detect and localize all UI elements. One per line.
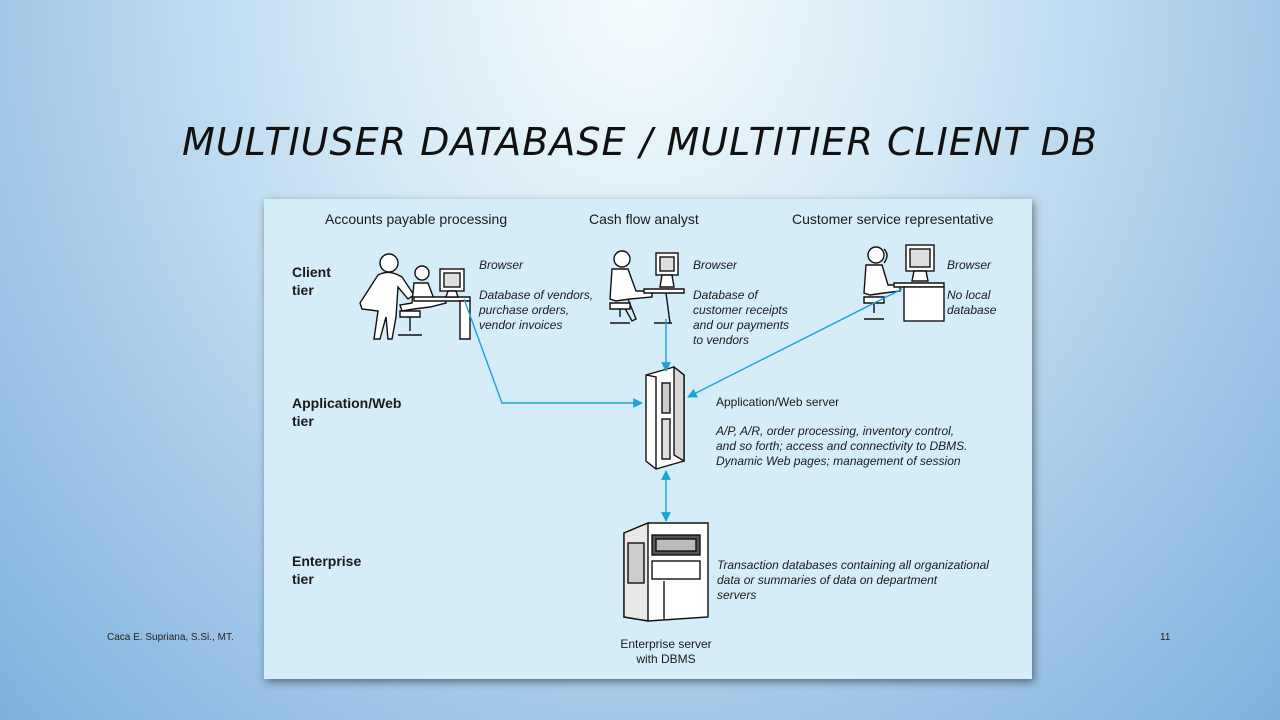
analyst-db-note: Database of customer receipts and our pa… (693, 288, 790, 347)
app-server-title: Application/Web server (716, 395, 840, 409)
header-customer-service: Customer service representative (792, 211, 994, 227)
tier-app-label: Application/Web tier (292, 395, 402, 429)
header-cash-flow: Cash flow analyst (589, 211, 699, 227)
page-number: 11 (1160, 632, 1171, 643)
app-server-description: A/P, A/R, order processing, inventory co… (716, 424, 968, 468)
analyst-browser-note: Browser (693, 258, 738, 272)
connection-arrows (463, 288, 903, 522)
tier-enterprise-label: Enterprise tier (292, 553, 362, 587)
cash-flow-analyst-workstation-icon (609, 250, 685, 324)
customer-service-workstation-icon (863, 244, 945, 322)
tier-client-label: Client tier (292, 264, 331, 298)
enterprise-server-icon (623, 521, 709, 622)
csr-browser-note: Browser (947, 258, 992, 272)
enterprise-description: Transaction databases containing all org… (717, 558, 989, 602)
application-server-icon (645, 365, 685, 470)
header-accounts-payable: Accounts payable processing (325, 211, 508, 227)
csr-db-note: No local database (947, 288, 997, 317)
accounts-browser-note: Browser (479, 258, 524, 272)
arrow-accounts-to-app (463, 298, 643, 408)
enterprise-server-caption: Enterprise server with DBMS (620, 637, 712, 666)
slide-title: MULTIUSER DATABASE / MULTITIER CLIENT DB (182, 120, 1098, 164)
accounts-payable-workstation-icon (359, 253, 471, 340)
diagram-graphics (359, 244, 945, 622)
arrow-csr-to-app (687, 288, 903, 398)
multitier-diagram: Accounts payable processing Cash flow an… (264, 199, 1032, 679)
accounts-db-note: Database of vendors, purchase orders, ve… (479, 288, 594, 332)
author-footer: Caca E. Supriana, S.Si., MT. (107, 632, 234, 643)
